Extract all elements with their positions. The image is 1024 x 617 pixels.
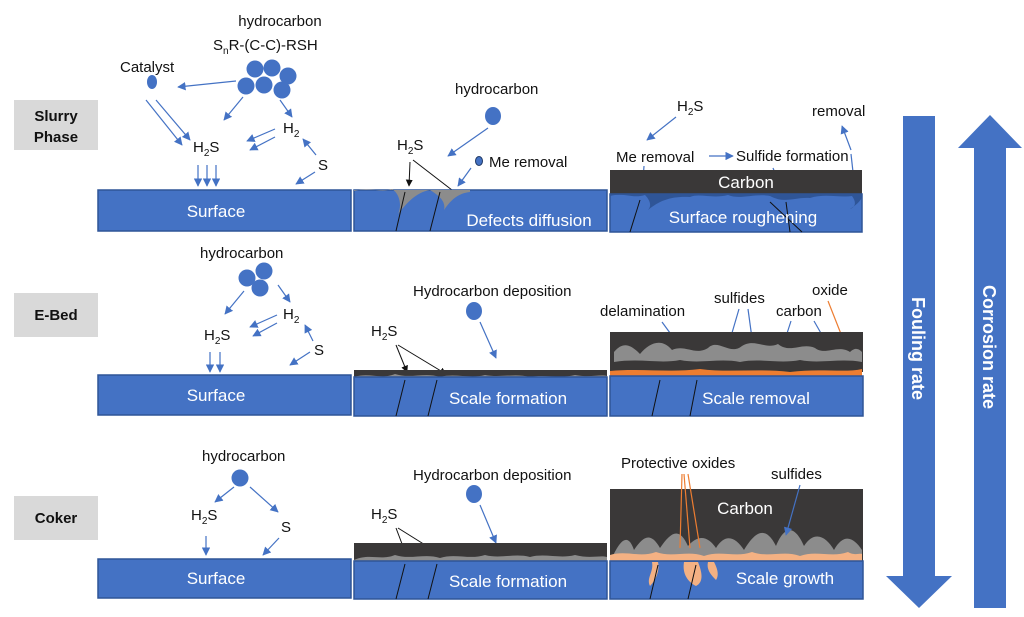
row-label-ebed-text: E-Bed [34, 307, 77, 324]
coker-sulfides-label: sulfides [771, 466, 822, 483]
ebed-scale-removal-label: Scale removal [702, 389, 810, 408]
slurry-roughening-label: Surface roughening [669, 208, 817, 227]
row-label-slurry: Slurry Phase [14, 100, 98, 150]
coker-h2s-label: H2S [191, 507, 217, 527]
fouling-rate-arrow: Fouling rate [886, 116, 952, 608]
slurry-p2-me-removal-label: Me removal [489, 154, 567, 171]
ebed-panel-scale-removal: delamination sulfides carbon oxide Scale… [600, 282, 864, 417]
ebed-surface-label: Surface [187, 386, 246, 405]
ebed-removal-block [609, 375, 864, 417]
slurry-p2-hydrocarbon-drop [485, 107, 501, 125]
coker-surface-block [97, 558, 352, 599]
slurry-panel-surface: hydrocarbon SnR-(C-C)-RSH Catalyst H2S H… [97, 13, 352, 232]
row-label-slurry-line2: Phase [34, 129, 78, 146]
slurry-h2-label: H2 [283, 120, 300, 140]
slurry-p3-removal-label: removal [812, 103, 865, 120]
slurry-defects-label: Defects diffusion [466, 211, 591, 230]
slurry-hydrocarbon-label: hydrocarbon [238, 13, 321, 30]
coker-hydrocarbon-drop [231, 469, 249, 487]
ebed-scale-block [353, 376, 608, 417]
coker-protective-oxides-label: Protective oxides [621, 455, 735, 472]
coker-p2-h2s-label: H2S [371, 506, 397, 526]
coker-carbon-label: Carbon [717, 499, 773, 518]
hydrocarbon-molecule-cluster [237, 59, 297, 99]
coker-panel-surface: hydrocarbon H2S S Surface [97, 448, 352, 599]
ebed-carbon-label: carbon [776, 303, 822, 320]
coker-hydrocarbon-label: hydrocarbon [202, 448, 285, 465]
ebed-surface-block [97, 374, 352, 416]
coker-scale-block [353, 560, 608, 600]
ebed-scale-formation-label: Scale formation [449, 389, 567, 408]
row-label-ebed: E-Bed [14, 293, 98, 337]
slurry-p2-h2s-label: H2S [397, 137, 423, 157]
coker-scale-formation-label: Scale formation [449, 572, 567, 591]
ebed-panel-scale-formation: Hydrocarbon deposition H2S Scale formati… [353, 283, 608, 417]
slurry-panel-roughening: H2S removal Me removal Sulfide formation… [609, 98, 865, 233]
slurry-defects-block [353, 189, 608, 232]
row-label-coker-text: Coker [35, 510, 78, 527]
ebed-p2-h2s-label: H2S [371, 323, 397, 343]
coker-p2-hydrocarbon-drop [466, 485, 482, 503]
coker-panel-scale-growth: Carbon Protective oxides sulfides Scale … [609, 455, 864, 600]
row-label-coker: Coker [14, 496, 98, 540]
slurry-carbon-label: Carbon [718, 173, 774, 192]
slurry-panel-defects: hydrocarbon H2S Me removal Defects diffu… [353, 81, 608, 232]
slurry-formula-label: SnR-(C-C)-RSH [213, 37, 318, 57]
slurry-p3-h2s-label: H2S [677, 98, 703, 118]
row-label-slurry-line1: Slurry [34, 108, 78, 125]
ebed-panel-surface: hydrocarbon H2S H2 S Surface [97, 245, 352, 416]
catalyst-label: Catalyst [120, 59, 175, 76]
slurry-p3-sulfide-formation-label: Sulfide formation [736, 148, 849, 165]
ebed-h2s-label: H2S [204, 327, 230, 347]
ebed-h2-label: H2 [283, 306, 300, 326]
ebed-s-label: S [314, 342, 324, 359]
slurry-surface-block [97, 189, 352, 232]
slurry-p3-me-removal-label: Me removal [616, 149, 694, 166]
ebed-sulfides-label: sulfides [714, 290, 765, 307]
slurry-s-label: S [318, 157, 328, 174]
catalyst-particle [147, 75, 157, 89]
ebed-molecule-cluster [238, 262, 273, 297]
ebed-oxide-label: oxide [812, 282, 848, 299]
ebed-p2-deposition-label: Hydrocarbon deposition [413, 283, 571, 300]
coker-panel-scale-formation: Hydrocarbon deposition H2S Scale formati… [353, 467, 608, 600]
corrosion-rate-arrow: Corrosion rate [958, 115, 1022, 608]
coker-p2-deposition-label: Hydrocarbon deposition [413, 467, 571, 484]
ebed-p2-hydrocarbon-drop [466, 302, 482, 320]
fouling-rate-label: Fouling rate [908, 297, 928, 400]
slurry-carbon-layer [610, 170, 862, 194]
slurry-p2-hydrocarbon-label: hydrocarbon [455, 81, 538, 98]
coker-scale-growth-label: Scale growth [736, 569, 834, 588]
coker-surface-label: Surface [187, 569, 246, 588]
corrosion-rate-label: Corrosion rate [979, 285, 999, 409]
ebed-delamination-label: delamination [600, 303, 685, 320]
slurry-h2s-label: H2S [193, 139, 219, 159]
coker-s-label: S [281, 519, 291, 536]
ebed-hydrocarbon-label: hydrocarbon [200, 245, 283, 262]
slurry-surface-label: Surface [187, 202, 246, 221]
